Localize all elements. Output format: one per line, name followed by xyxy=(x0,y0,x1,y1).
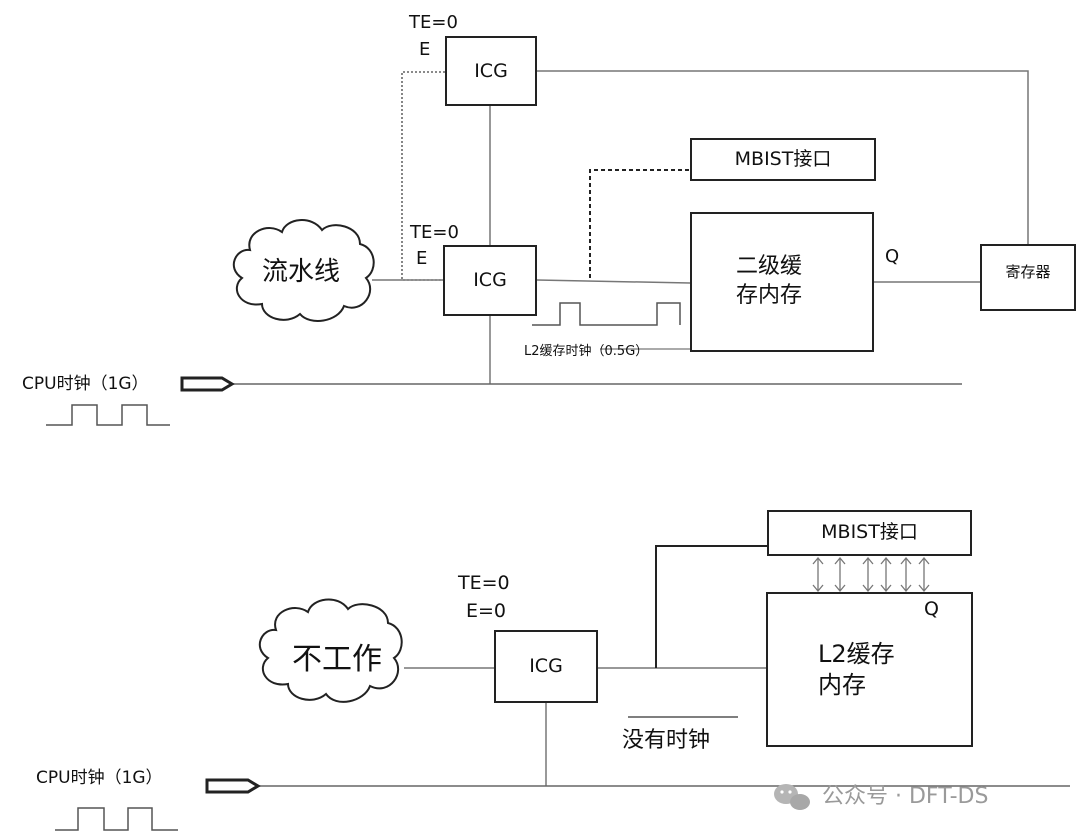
pipeline-label: 流水线 xyxy=(262,257,341,287)
bottom-e-label: E=0 xyxy=(466,600,507,622)
upper-icg-box xyxy=(445,36,537,106)
arrow-3 xyxy=(862,556,874,593)
no-clock-label: 没有时钟 xyxy=(622,728,711,753)
bottom-cpu-clock-label: CPU时钟（1G） xyxy=(36,768,163,788)
watermark: 公众号 · DFT-DS xyxy=(822,784,989,809)
arrow-5 xyxy=(900,556,912,593)
register-label: 寄存器 xyxy=(1005,263,1051,281)
lower-e-label: E xyxy=(416,248,428,269)
arrow-6 xyxy=(918,556,930,593)
upper-icg-to-register-wire xyxy=(537,70,1029,244)
mbist-arrows xyxy=(812,556,930,593)
cpu-clock-waveform-bottom xyxy=(55,807,178,831)
upper-icg-label: ICG xyxy=(474,60,508,82)
bottom-te-label: TE=0 xyxy=(458,572,510,594)
l2-label-line2: 存内存 xyxy=(736,283,803,308)
l2-clock-waveform xyxy=(532,302,681,326)
pipeline-cloud xyxy=(232,219,375,322)
cpu-clock-waveform xyxy=(46,404,170,426)
l2-memory-box xyxy=(690,212,874,352)
bottom-q-label: Q xyxy=(924,598,939,620)
upper-e-label: E xyxy=(419,39,431,60)
cpu-clock-label: CPU时钟（1G） xyxy=(22,374,149,394)
arrow-1 xyxy=(812,556,824,593)
icg-to-l2-wire xyxy=(536,279,691,284)
lower-icg-box xyxy=(443,245,537,316)
q-label: Q xyxy=(885,246,900,267)
lower-te-label: TE=0 xyxy=(410,222,459,243)
mbist-wire-bottom xyxy=(655,545,770,668)
cpu-clock-arrow-bottom xyxy=(205,778,261,794)
l2-clock-label: L2缓存时钟（0.5G） xyxy=(524,344,649,359)
upper-te-label: TE=0 xyxy=(409,12,458,33)
not-working-label: 不工作 xyxy=(292,642,382,677)
mbist-dashed-wire xyxy=(589,169,690,278)
register-box xyxy=(980,244,1076,311)
bottom-l2-box xyxy=(766,592,973,747)
bottom-mbist-label: MBIST接口 xyxy=(821,521,918,543)
wechat-icon xyxy=(774,784,810,810)
not-working-cloud xyxy=(258,598,403,703)
bottom-l2-line1: L2缓存 xyxy=(818,640,895,668)
lower-icg-label: ICG xyxy=(473,269,507,291)
bottom-mbist-box xyxy=(767,510,972,556)
cpu-clock-arrow xyxy=(180,376,235,392)
bottom-icg-label: ICG xyxy=(529,655,563,677)
mbist-box xyxy=(690,138,876,181)
bottom-icg-box xyxy=(494,630,598,703)
mbist-label: MBIST接口 xyxy=(734,148,832,170)
l2-label-line1: 二级缓 xyxy=(736,254,803,279)
arrow-2 xyxy=(834,556,846,593)
bottom-l2-line2: 内存 xyxy=(818,671,866,699)
arrow-4 xyxy=(880,556,892,593)
